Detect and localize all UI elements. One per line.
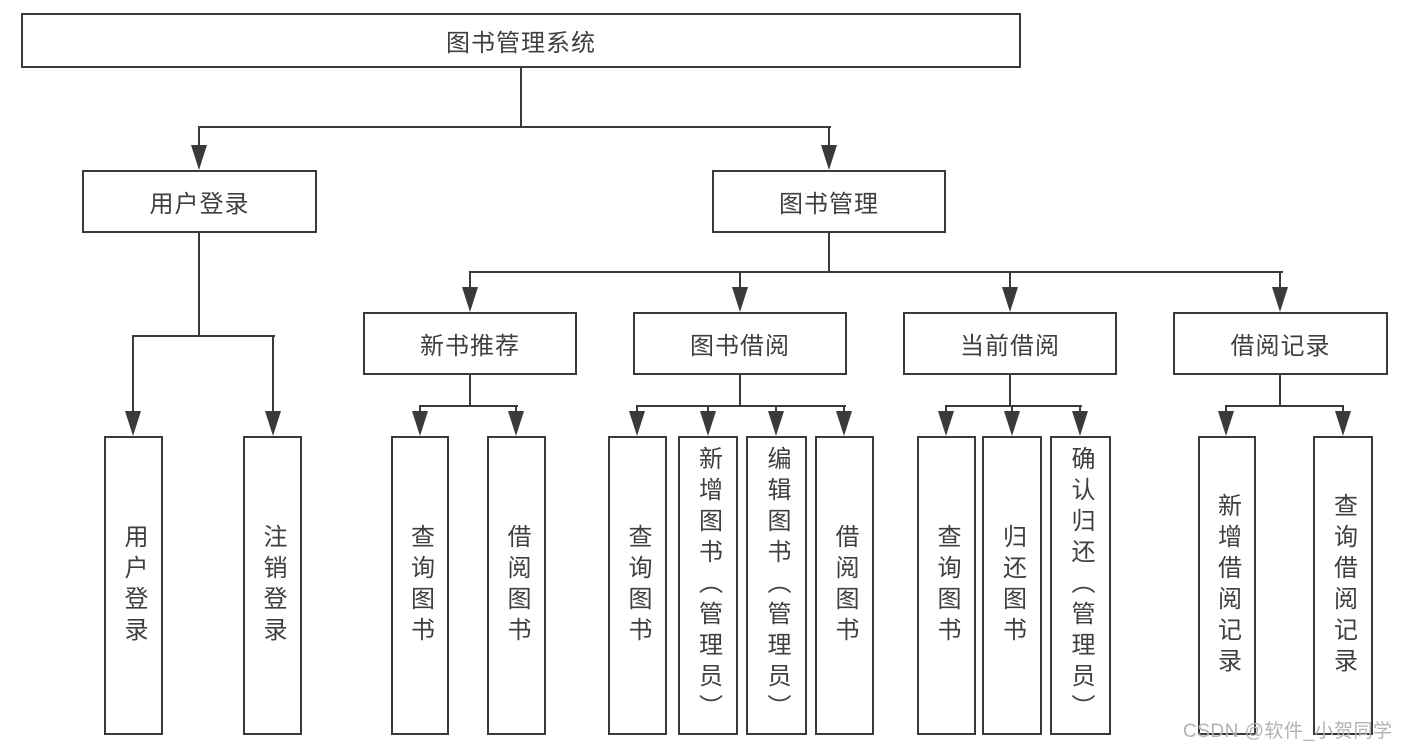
connector-line [419,407,421,413]
node-label: 查询图书 [933,523,960,648]
connector-line [198,126,200,150]
arrow-down-icon [1004,411,1020,436]
node-current-borrow: 当前借阅 [903,312,1117,375]
arrow-down-icon [412,411,428,436]
node-label: 借阅图书 [831,523,858,648]
connector-line [132,335,275,337]
node-label: 图书借阅 [690,333,790,360]
node-label: 确认归还（管理员） [1067,446,1094,725]
node-borrow-records: 借阅记录 [1173,312,1388,375]
node-confirm-return-admin: 确认归还（管理员） [1050,436,1111,735]
node-label: 借阅图书 [503,523,530,648]
connector-line [945,407,947,413]
arrow-down-icon [191,145,207,170]
connector-line [1279,375,1281,407]
node-label: 注销登录 [259,523,286,648]
arrow-down-icon [732,287,748,312]
node-logout-action: 注销登录 [243,436,302,735]
connector-line [198,126,831,128]
node-query-books-current: 查询图书 [917,436,976,735]
node-label: 当前借阅 [960,333,1060,360]
node-query-books-recommend: 查询图书 [391,436,449,735]
connector-line [945,405,1082,407]
connector-line [775,407,777,413]
node-query-borrow-record: 查询借阅记录 [1313,436,1373,735]
node-label: 新增图书（管理员） [694,446,722,725]
connector-line [272,337,274,412]
arrow-down-icon [125,411,141,436]
connector-line [1279,271,1281,289]
node-user-login-action: 用户登录 [104,436,163,735]
node-user-login: 用户登录 [82,170,317,233]
node-label: 新书推荐 [420,333,520,360]
arrow-down-icon [1335,411,1351,436]
connector-line [828,126,830,150]
node-book-management: 图书管理 [712,170,946,233]
node-label: 借阅记录 [1230,333,1331,360]
arrow-down-icon [1072,411,1088,436]
node-label: 查询图书 [406,523,434,648]
node-new-book-recommend: 新书推荐 [363,312,577,375]
arrow-down-icon [1002,287,1018,312]
node-add-borrow-record: 新增借阅记录 [1198,436,1256,735]
connector-line [636,407,638,413]
node-label: 查询借阅记录 [1329,492,1357,679]
node-return-book: 归还图书 [982,436,1042,735]
arrow-down-icon [1272,287,1288,312]
arrow-down-icon [700,411,716,436]
connector-line [515,407,517,413]
node-label: 图书管理 [779,191,879,218]
connector-line [469,271,471,289]
connector-line [1079,407,1081,413]
connector-line [1342,407,1344,413]
node-borrow-books-recommend: 借阅图书 [487,436,546,735]
arrow-down-icon [768,411,784,436]
connector-line [739,375,741,407]
arrow-down-icon [821,145,837,170]
connector-line [1225,405,1344,407]
arrow-down-icon [462,287,478,312]
node-label: 新增借阅记录 [1213,492,1241,679]
connector-line [1225,407,1227,413]
arrow-down-icon [265,411,281,436]
connector-line [739,271,741,289]
node-query-books-borrow: 查询图书 [608,436,667,735]
connector-line [198,233,200,337]
node-label: 编辑图书（管理员） [763,446,790,725]
connector-line [1011,407,1013,413]
node-label: 用户登录 [149,191,250,218]
arrow-down-icon [1218,411,1234,436]
connector-line [636,405,846,407]
node-label: 归还图书 [998,523,1026,648]
connector-line [419,405,518,407]
node-label: 查询图书 [624,523,651,648]
csdn-watermark: CSDN @软件_小贺同学 [1183,721,1393,742]
connector-line [132,337,134,412]
connector-line [1009,375,1011,407]
connector-line [1009,271,1011,289]
connector-line [707,407,709,413]
arrow-down-icon [938,411,954,436]
node-label: 图书管理系统 [446,30,596,57]
connector-line [843,407,845,413]
node-edit-book-admin: 编辑图书（管理员） [746,436,807,735]
arrow-down-icon [508,411,524,436]
node-book-borrow: 图书借阅 [633,312,847,375]
node-borrow-books-action: 借阅图书 [815,436,874,735]
arrow-down-icon [629,411,645,436]
node-label: 用户登录 [120,523,147,648]
connector-line [469,271,1283,273]
connector-line [828,233,830,273]
node-add-book-admin: 新增图书（管理员） [678,436,738,735]
node-library-system: 图书管理系统 [21,13,1021,68]
connector-line [520,68,522,126]
arrow-down-icon [836,411,852,436]
connector-line [469,375,471,407]
